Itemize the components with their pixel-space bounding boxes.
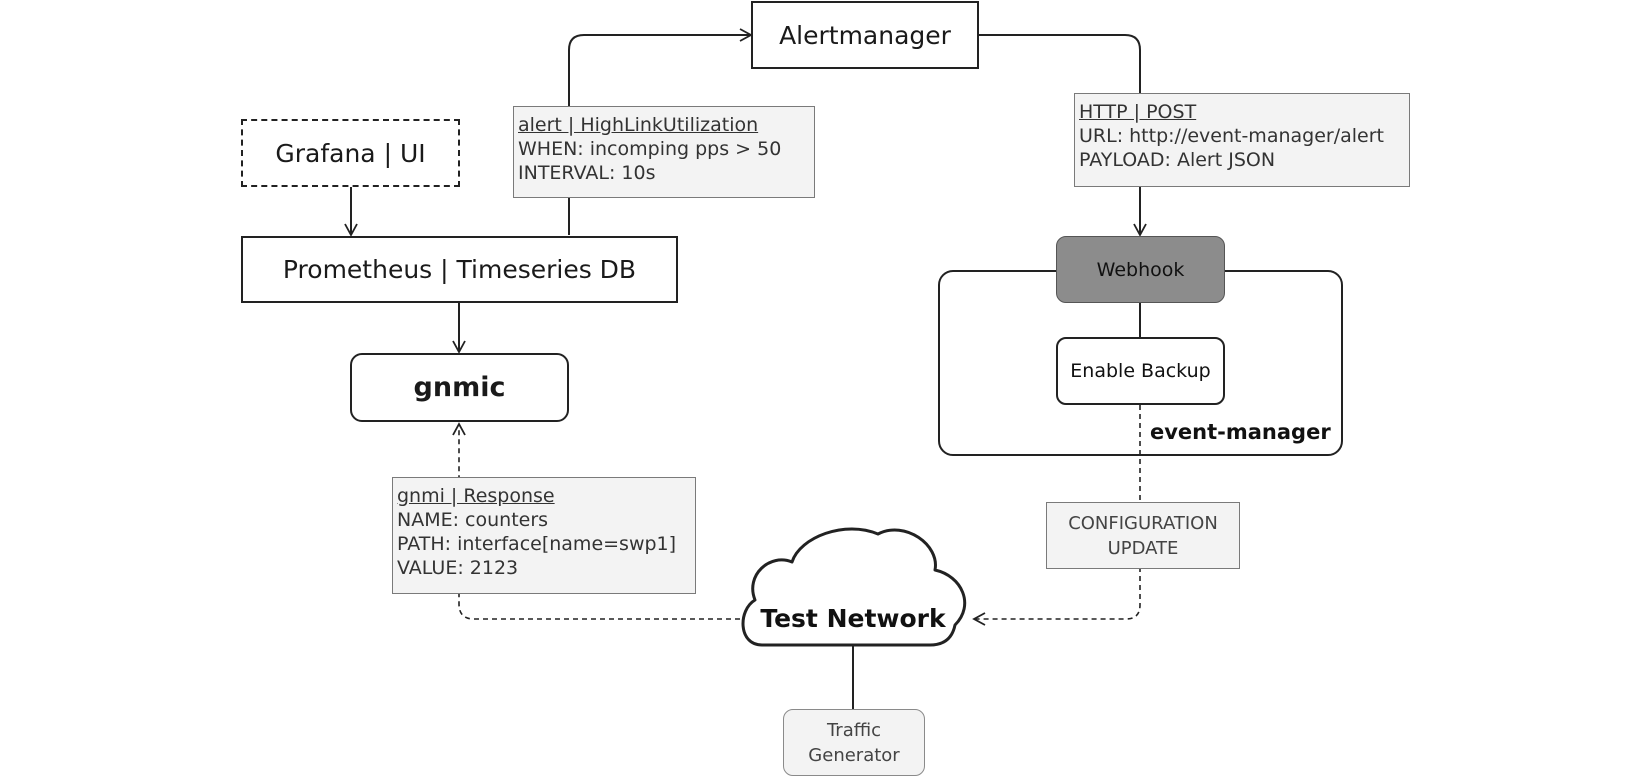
gnmi-response-path: PATH: interface[name=swp1] [397,533,677,555]
alertmanager-label: Alertmanager [779,20,951,50]
config-update-line1: CONFIGURATION [1068,512,1218,534]
grafana-label: Grafana | UI [275,138,426,168]
http-post-url: URL: http://event-manager/alert [1079,125,1384,147]
cloud-shape [741,527,967,647]
alert-rule-heading: alert | HighLinkUtilization [518,114,759,136]
gnmi-response-name: NAME: counters [397,509,549,531]
enable-backup-label: Enable Backup [1070,360,1211,382]
enable-backup-node: Enable Backup [1056,337,1225,405]
http-post-payload: PAYLOAD: Alert JSON [1079,149,1276,171]
alert-rule-interval: INTERVAL: 10s [518,162,656,184]
prometheus-node: Prometheus | Timeseries DB [241,236,678,303]
edge-testnetwork-gnmic [452,422,740,620]
alert-rule-note: alert | HighLinkUtilization WHEN: incomp… [513,106,815,198]
traffic-generator-node: Traffic Generator [783,709,925,776]
config-update-note: CONFIGURATION UPDATE [1046,502,1240,569]
gnmi-response-heading: gnmi | Response [397,485,555,507]
traffic-generator-line2: Generator [808,744,900,766]
traffic-generator-line1: Traffic [826,719,882,741]
gnmic-label: gnmic [413,372,506,403]
webhook-node: Webhook [1056,236,1225,303]
http-post-note: HTTP | POST URL: http://event-manager/al… [1074,93,1410,187]
grafana-node: Grafana | UI [241,119,460,187]
edge-backup-testnetwork [972,405,1141,626]
edge-prometheus-alertmanager [568,28,753,235]
webhook-label: Webhook [1096,258,1185,281]
test-network-label: Test Network [760,604,946,633]
alertmanager-node: Alertmanager [751,1,979,69]
gnmic-node: gnmic [350,353,569,422]
gnmi-response-note: gnmi | Response NAME: counters PATH: int… [392,477,696,594]
alert-rule-when: WHEN: incomping pps > 50 [518,138,782,160]
config-update-line2: UPDATE [1107,537,1179,559]
event-manager-label: event-manager [1150,420,1331,444]
http-post-heading: HTTP | POST [1079,101,1197,123]
gnmi-response-value: VALUE: 2123 [397,557,519,579]
edge-alertmanager-webhook [979,34,1147,237]
prometheus-label: Prometheus | Timeseries DB [282,255,637,284]
